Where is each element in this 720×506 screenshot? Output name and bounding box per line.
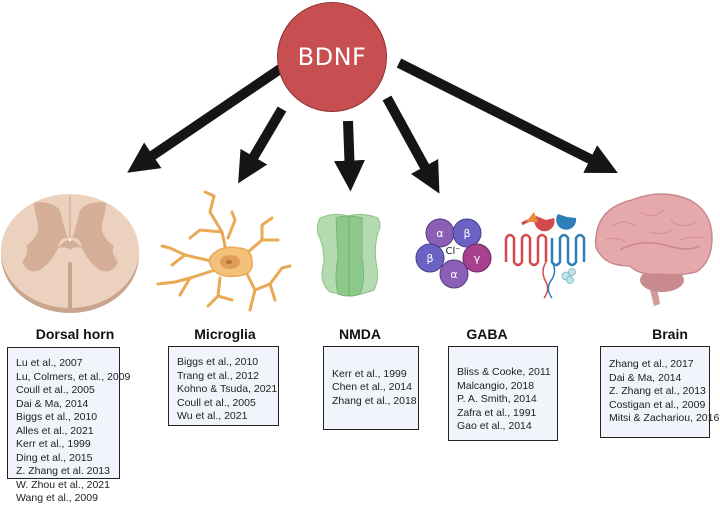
reference-item: Kerr et al., 1999 [332, 367, 407, 380]
reference-item: Ding et al., 2015 [16, 451, 93, 464]
reference-item: Malcangio, 2018 [457, 379, 535, 392]
reference-item: Z. Zhang et al., 2013 [609, 385, 706, 398]
microglia-icon [156, 190, 292, 312]
reference-item: Wu et al., 2021 [177, 410, 248, 422]
arrow-to-nmda [333, 120, 365, 192]
reference-item: Costigan et al., 2009 [609, 398, 706, 411]
gaba-a-receptor-icon: α β β γ α Cl⁻ [415, 218, 492, 289]
reference-item: Gao et al., 2014 [457, 420, 532, 432]
reference-item: Lu, Colmers, et al., 2009 [16, 370, 131, 383]
reference-item: Coull et al., 2005 [177, 396, 256, 409]
gaba-b-receptor-icon [504, 212, 586, 299]
category-title-brain: Brain [652, 326, 688, 342]
reference-item: Coull et al., 2005 [16, 384, 95, 396]
category-title-gaba: GABA [466, 326, 508, 342]
reference-item: Mitsi & Zachariou, 2016 [609, 412, 720, 425]
reference-item: Zhang et al., 2017 [609, 358, 694, 371]
gaba-subunit-label: α [436, 227, 443, 240]
references-box-nmda: Kerr et al., 1999 Chen et al., 2014 Zhan… [323, 346, 419, 430]
references-box-gaba: Bliss & Cooke, 2011 Malcangio, 2018 P. A… [448, 346, 558, 441]
arrow-to-microglia [238, 106, 287, 184]
reference-item: Kohno & Tsuda, 2021 [177, 383, 278, 395]
category-title-microglia: Microglia [194, 326, 256, 342]
arrow-to-dorsal-horn [127, 60, 289, 173]
microglia-body [208, 246, 253, 278]
arrow-to-gaba [382, 95, 440, 194]
reference-item: W. Zhou et al., 2021 [16, 478, 110, 491]
gaba-subunit-label: β [426, 252, 433, 265]
references-box-brain: Zhang et al., 2017 Dai & Ma, 2014 Z. Zha… [600, 346, 720, 438]
gaba-subunit-label: β [463, 227, 470, 240]
reference-item: Bliss & Cooke, 2011 [457, 366, 551, 378]
gaba-subunit-label: α [450, 268, 457, 281]
references-box-dorsal-horn: Lu et al., 2007 Lu, Colmers, et al., 200… [7, 347, 131, 504]
nmda-receptor-icon [316, 213, 381, 297]
reference-item: Kerr et al., 1999 [16, 438, 91, 450]
chloride-ion-label: Cl⁻ [445, 246, 460, 257]
bdnf-hub-node: BDNF [277, 2, 387, 112]
brain-icon [594, 193, 713, 306]
reference-item: P. A. Smith, 2014 [457, 393, 537, 405]
reference-item: Zafra et al., 1991 [457, 406, 537, 419]
reference-item: Dai & Ma, 2014 [609, 371, 682, 384]
reference-item: Lu et al., 2007 [16, 357, 83, 369]
arrow-to-brain [396, 58, 618, 173]
references-box-microglia: Biggs et al., 2010 Trang et al., 2012 Ko… [168, 346, 279, 426]
reference-item: Wang et al., 2009 [16, 492, 98, 504]
arrows [127, 58, 618, 194]
category-title-nmda: NMDA [339, 326, 381, 342]
reference-item: Biggs et al., 2010 [177, 356, 259, 368]
gaba-subunit-label: γ [474, 252, 481, 265]
bdnf-diagram-canvas: α β β γ α Cl⁻ [1, 58, 713, 313]
bdnf-hub-label: BDNF [297, 43, 367, 71]
reference-item: Alles et al., 2021 [16, 424, 94, 437]
reference-item: Biggs et al., 2010 [16, 411, 98, 423]
reference-item: Dai & Ma, 2014 [16, 397, 89, 410]
reference-item: Zhang et al., 2018 [332, 394, 417, 407]
reference-item: Z. Zhang et al. 2013 [16, 465, 110, 477]
spinal-cord-icon [1, 194, 139, 313]
category-title-dorsal-horn: Dorsal horn [35, 326, 115, 342]
reference-item: Chen et al., 2014 [332, 381, 412, 394]
reference-item: Trang et al., 2012 [177, 369, 259, 382]
